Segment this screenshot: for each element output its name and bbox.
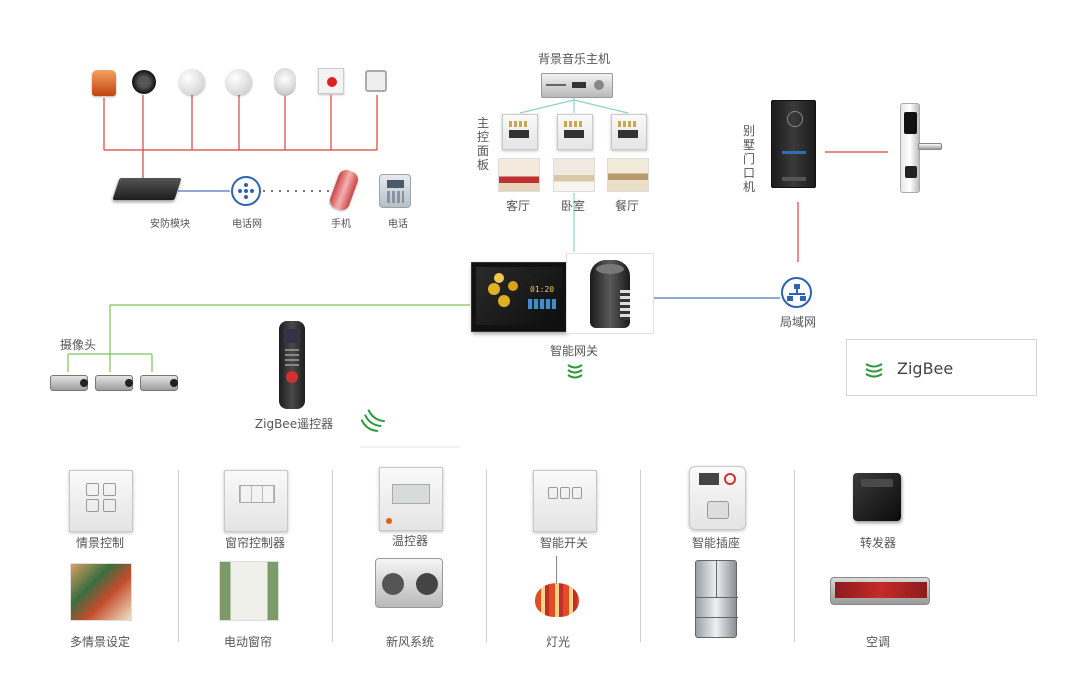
zigbee-remote-icon <box>279 321 305 409</box>
gateway-label: 智能网关 <box>549 344 598 358</box>
motion-sensor-icon <box>274 68 296 96</box>
device-label-air-conditioner: 空调 <box>865 635 890 649</box>
camera-1-icon <box>50 375 88 391</box>
room-label-living: 客厅 <box>505 199 530 213</box>
telephone-label: 电话 <box>388 219 408 230</box>
smart-lock-icon <box>900 103 920 193</box>
villa-door-label: 别墅门口机 <box>742 124 755 194</box>
repeater-icon <box>853 473 901 521</box>
smart-socket-icon <box>689 466 746 530</box>
scene-control-panel-icon <box>69 470 133 532</box>
divider-1 <box>178 470 179 642</box>
mobile-label: 手机 <box>331 219 351 230</box>
emergency-button-icon <box>318 68 344 94</box>
remote-zigbee-signal-icon <box>360 409 385 433</box>
zigbee-remote-label: ZigBee遥控器 <box>254 417 334 431</box>
divider-2 <box>332 470 333 642</box>
device-label-curtain-controller: 窗帘控制器 <box>224 536 285 550</box>
device-label-fresh-air: 新风系统 <box>385 635 434 649</box>
zigbee-icon <box>865 363 883 378</box>
device-label-lighting: 灯光 <box>545 635 570 649</box>
door-sensor-icon <box>365 70 387 92</box>
thermostat-icon <box>379 467 443 531</box>
divider-5 <box>794 470 795 642</box>
security-module-label: 安防模块 <box>150 219 190 230</box>
camera-3-icon <box>140 375 178 391</box>
device-label-smart-switch: 智能开关 <box>539 536 588 550</box>
fresh-air-system-icon <box>375 558 443 608</box>
device-label-multi-scene: 多情景设定 <box>69 635 130 649</box>
divider-3 <box>486 470 487 642</box>
camera-2-icon <box>95 375 133 391</box>
smart-switch-icon <box>533 470 597 532</box>
gateway-screen-time: 01:20 <box>530 285 555 294</box>
device-label-repeater: 转发器 <box>859 536 896 550</box>
smoke-detector-icon <box>179 69 205 95</box>
zigbee-legend-label: ZigBee <box>897 359 954 378</box>
music-host-icon <box>541 73 613 98</box>
curtain-controller-icon <box>224 470 288 532</box>
zigbee-legend-box: ZigBee <box>846 339 1037 396</box>
device-label-electric-curtain: 电动窗帘 <box>223 635 272 649</box>
lighting-cord <box>556 556 557 584</box>
lan-label: 局域网 <box>779 315 816 329</box>
camera-sensor-icon <box>132 70 156 94</box>
music-host-label: 背景音乐主机 <box>537 52 610 66</box>
multi-scene-photo <box>70 563 132 621</box>
lock-handle-icon <box>918 143 942 150</box>
room-label-dining: 餐厅 <box>614 199 639 213</box>
lan-icon <box>781 277 812 308</box>
music-panel-2 <box>557 114 593 150</box>
room-label-bedroom: 卧室 <box>560 199 585 213</box>
main-panel-label: 主控面板 <box>476 116 489 172</box>
refrigerator-icon <box>695 560 738 638</box>
phone-network-label: 电话网 <box>232 219 262 230</box>
gateway-hub-icon <box>590 260 630 328</box>
security-module-icon <box>112 178 182 200</box>
lighting-icon <box>535 583 579 617</box>
device-label-thermostat: 温控器 <box>391 534 428 548</box>
telephone-icon <box>379 174 411 208</box>
door-station-icon <box>771 100 816 188</box>
gateway-zigbee-signal-icon <box>567 364 583 379</box>
divider-4 <box>640 470 641 642</box>
bedroom-photo <box>553 158 595 192</box>
device-label-smart-socket: 智能插座 <box>691 536 740 550</box>
siren-icon <box>92 70 116 96</box>
music-panel-3 <box>611 114 647 150</box>
device-label-scene-control: 情景控制 <box>75 536 124 550</box>
dining-room-photo <box>607 158 649 192</box>
living-room-photo <box>498 158 540 192</box>
camera-label: 摄像头 <box>60 338 97 352</box>
electric-curtain-photo <box>219 561 279 621</box>
phone-network-icon <box>231 176 261 206</box>
air-conditioner-icon <box>830 577 930 605</box>
music-panel-1 <box>502 114 538 150</box>
gas-detector-icon <box>226 69 252 95</box>
gateway-touchscreen: 01:20 <box>471 262 567 332</box>
